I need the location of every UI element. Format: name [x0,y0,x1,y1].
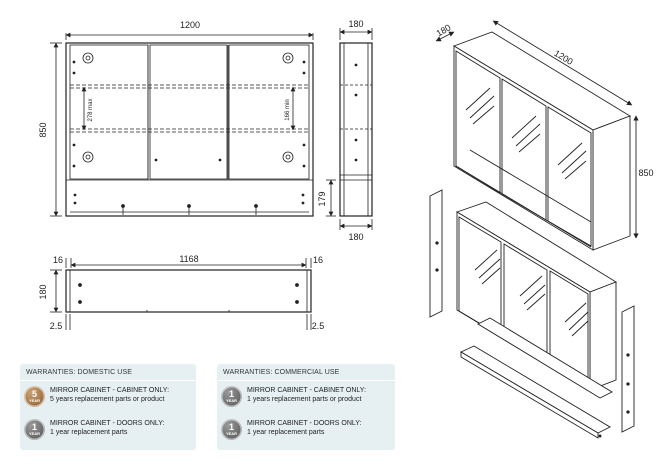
domestic-warranty-panel: WARRANTIES: DOMESTIC USE 5 YEAR MIRROR C… [20,364,196,450]
plan-right-inset-label: 2.5 [312,321,325,331]
plan-left-offset-label: 16 [53,255,63,265]
commercial-warranty-title: WARRANTIES: COMMERCIAL USE [223,369,340,376]
commercial-warranty-panel: WARRANTIES: COMMERCIAL USE 1 YEAR MIRROR… [217,364,395,450]
plan-view [50,258,312,330]
domestic-warranty-title: WARRANTIES: DOMESTIC USE [26,369,132,376]
warranty-heading: MIRROR CABINET - DOORS ONLY: [247,420,362,427]
iso-cabinet-assembled [435,20,639,251]
shelf-gap-right-label: 166 min [285,99,291,120]
plan-left-inset-label: 2.5 [50,321,63,331]
one-year-badge-icon: 1 YEAR [221,386,242,407]
warranty-detail: 5 years replacement parts or product [50,396,165,403]
iso-height-label: 850 [638,168,653,178]
side-recess-label: 179 [317,191,327,206]
plan-right-offset-label: 16 [313,255,323,265]
commercial-warranty-item: 1 YEAR MIRROR CABINET - CABINET ONLY: 1 … [221,386,366,407]
one-year-badge-icon: 1 YEAR [24,419,45,440]
front-width-label: 1200 [180,20,200,30]
warranty-heading: MIRROR CABINET - CABINET ONLY: [247,387,367,394]
side-view [326,28,373,230]
warranty-heading: MIRROR CABINET - CABINET ONLY: [50,387,170,394]
one-year-badge-icon: 1 YEAR [221,419,242,440]
domestic-warranty-item: 1 YEAR MIRROR CABINET - DOORS ONLY: 1 ye… [24,419,164,440]
warranty-detail: 1 year replacement parts [50,429,128,436]
shelf-gap-left-label: 278 max [88,98,94,121]
iso-depth-label: 180 [434,22,452,38]
front-height-label: 850 [38,122,48,137]
warranty-text: MIRROR CABINET - DOORS ONLY: 1 year repl… [247,419,361,437]
front-view [50,32,314,217]
iso-cabinet-exploded [429,189,635,439]
plan-depth-label: 180 [38,284,48,299]
side-depth-top-label: 180 [348,19,363,29]
warranty-text: MIRROR CABINET - CABINET ONLY: 5 years r… [50,386,169,404]
warranty-heading: MIRROR CABINET - DOORS ONLY: [50,420,165,427]
domestic-warranty-item: 5 YEAR MIRROR CABINET - CABINET ONLY: 5 … [24,386,169,407]
warranty-detail: 1 year replacement parts [247,429,325,436]
plan-inner-width-label: 1168 [179,254,198,264]
five-year-badge-icon: 5 YEAR [24,386,45,407]
warranty-detail: 1 years replacement parts or product [247,396,362,403]
commercial-warranty-item: 1 YEAR MIRROR CABINET - DOORS ONLY: 1 ye… [221,419,361,440]
warranty-text: MIRROR CABINET - DOORS ONLY: 1 year repl… [50,419,164,437]
divider [20,380,196,381]
side-depth-bottom-label: 180 [348,232,363,242]
divider [217,380,395,381]
warranty-text: MIRROR CABINET - CABINET ONLY: 1 years r… [247,386,366,404]
